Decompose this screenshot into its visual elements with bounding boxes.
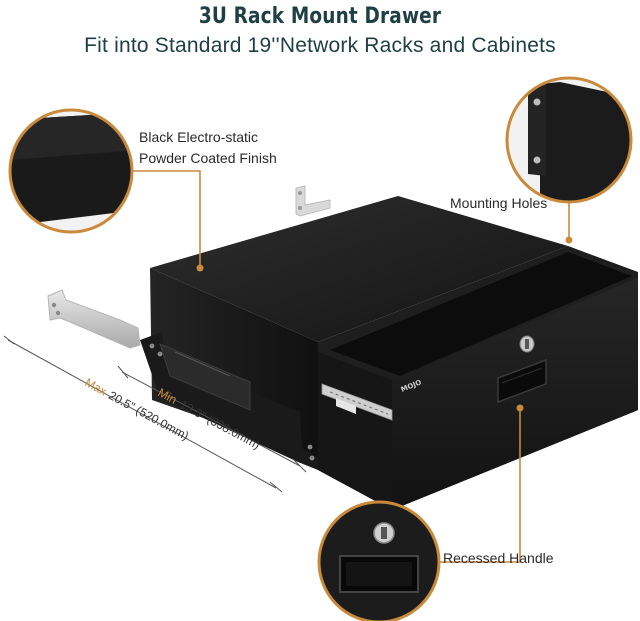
finish-callout-line2: Powder Coated Finish — [139, 150, 277, 166]
handle-callout-label: Recessed Handle — [443, 550, 554, 566]
page-subtitle: Fit into Standard 19''Network Racks and … — [84, 34, 556, 57]
rear-mounting-bracket — [295, 185, 331, 217]
recessed-handle — [497, 358, 547, 404]
finish-zoom-circle — [8, 108, 134, 234]
svg-text:Max: Max — [83, 375, 110, 398]
mounting-marker-dot — [565, 236, 573, 244]
drawer-lock — [519, 335, 535, 353]
callout-leaders — [133, 170, 570, 563]
drawer-top-panel — [150, 196, 568, 342]
mounting-callout-label: Mounting Holes — [450, 195, 548, 211]
left-rail-bracket — [47, 289, 141, 349]
finish-marker-dot — [196, 264, 204, 272]
telescopic-slide-rail — [321, 383, 393, 421]
finish-callout-label: Black Electro-static Powder Coated Finis… — [139, 127, 277, 169]
page-title: 3U Rack Mount Drawer — [198, 4, 442, 29]
handle-zoom-circle — [317, 500, 441, 621]
handle-marker-dot — [516, 404, 524, 412]
finish-callout-line1: Black Electro-static — [139, 129, 259, 145]
dimension-lines — [3, 335, 307, 493]
mounting-zoom-circle — [505, 76, 633, 204]
